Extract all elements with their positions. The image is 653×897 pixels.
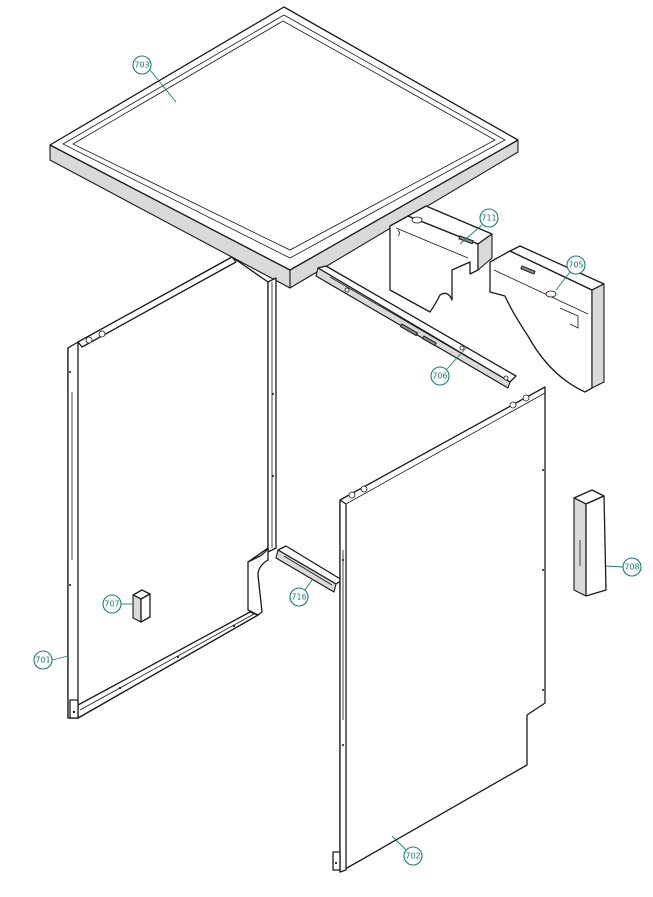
callout-716-label: 716	[291, 593, 306, 602]
callout-708-label: 708	[624, 563, 639, 572]
callout-711-label: 711	[481, 214, 496, 223]
callout-702: 702	[391, 835, 423, 866]
part-706-upper-rail	[315, 265, 517, 389]
part-703-top-panel	[49, 6, 519, 289]
callout-705: 705	[555, 255, 586, 291]
callout-707: 707	[102, 594, 133, 614]
callout-702-label: 702	[405, 852, 420, 861]
callout-708: 708	[605, 557, 642, 577]
part-707-block	[132, 589, 151, 623]
part-701-side-panel	[67, 256, 277, 719]
callout-703-label: 703	[134, 61, 149, 70]
callout-716: 716	[289, 579, 313, 607]
callout-703: 703	[132, 55, 177, 103]
callout-707-label: 707	[104, 600, 119, 609]
callout-701: 701	[33, 650, 69, 670]
callout-701-label: 701	[35, 656, 50, 665]
part-716-lower-rail	[275, 545, 343, 593]
callout-706: 706	[430, 347, 467, 386]
callout-705-label: 705	[568, 261, 583, 270]
part-711-bracket	[389, 205, 493, 313]
callout-711: 711	[459, 208, 499, 245]
callout-706-label: 706	[432, 372, 447, 381]
part-705-bracket	[489, 245, 605, 393]
part-702-side-panel	[332, 386, 546, 873]
part-708-trim	[573, 489, 607, 597]
